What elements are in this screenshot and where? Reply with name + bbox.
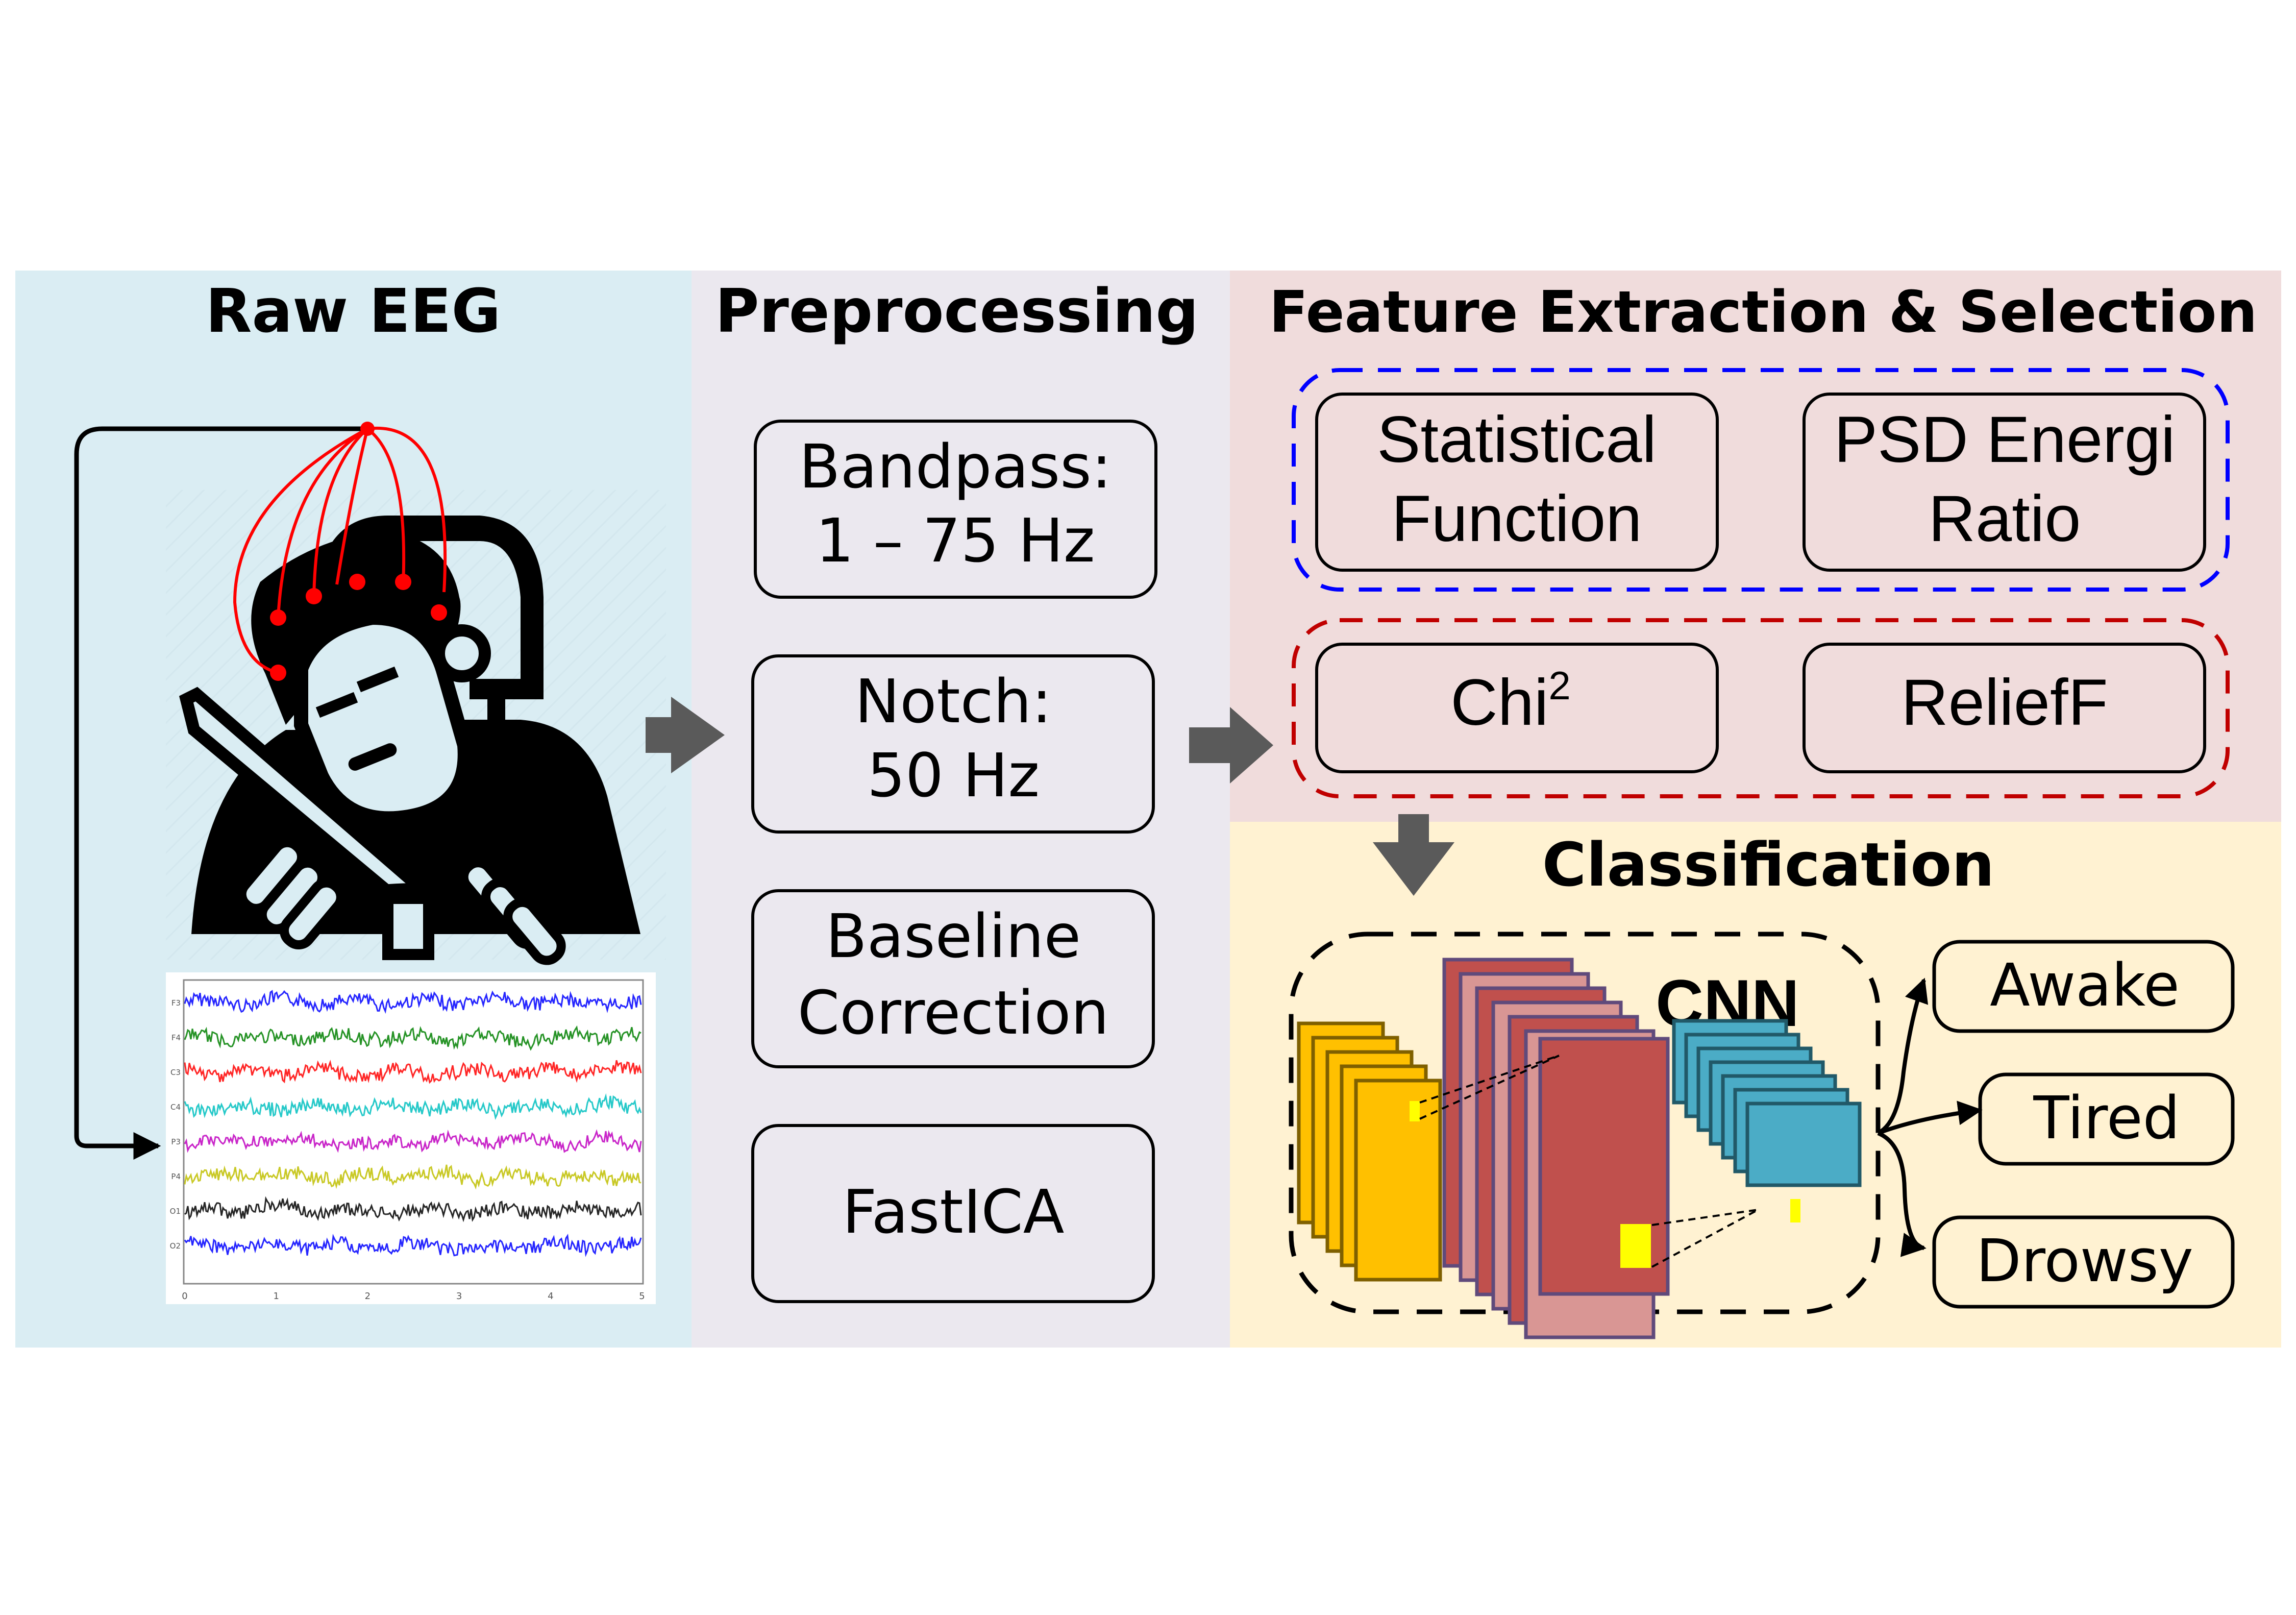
feature-extraction-item: Statistical Function [1315,393,1719,572]
arrow-right-icon [646,697,725,773]
eeg-traces [184,990,642,1257]
preprocessing-panel [692,271,1230,1348]
output-label: Drowsy [1976,1227,2193,1295]
preprocessing-step-line2: 1 – 75 Hz [816,505,1095,576]
feature-extraction-item: PSD Energi Ratio [1803,393,2206,572]
eeg-channel-label: C4 [170,1103,181,1112]
cnn-kernel-highlight [1620,1224,1651,1268]
eeg-x-tick-label: 3 [456,1291,462,1302]
eeg-channel-label: P3 [171,1137,181,1146]
feature-item-line2: Function [1392,482,1642,555]
feature-selection-label: ReliefF [1901,666,2108,739]
eeg-trace-p3 [184,1129,642,1153]
eeg-x-tick-label: 0 [182,1291,187,1302]
cnn-layers [1297,958,1862,1339]
eeg-trace-o2 [184,1234,642,1257]
cnn-layer3-map [1745,1102,1862,1187]
eeg-trace-o1 [184,1196,642,1222]
arrow-right-icon [1189,707,1273,784]
eeg-channel-label: P4 [171,1172,181,1181]
arrow-down-icon [1373,814,1454,896]
eeg-trace-c3 [184,1060,642,1084]
eeg-channel-label: C3 [170,1068,181,1077]
preprocessing-step: Notch: 50 Hz [751,654,1155,834]
feature-title: Feature Extraction & Selection [1269,279,2258,346]
feature-item-line1: Statistical [1377,403,1657,476]
cnn-group [1289,932,1881,1314]
preprocessing-step-line2: 50 Hz [867,740,1040,811]
electrode-icons [270,422,447,681]
signal-connector [74,426,367,1160]
preprocessing-step: Bandpass: 1 – 75 Hz [754,420,1157,599]
output-class-tired: Tired [1978,1072,2235,1166]
preprocessing-step-label: FastICA [842,1177,1064,1247]
feature-selection-group [1292,618,2230,798]
electrode-wires [233,426,447,674]
eeg-trace-p4 [184,1164,641,1190]
output-class-awake: Awake [1932,940,2235,1033]
eeg-x-tick-label: 4 [548,1291,553,1302]
feature-item-line1: PSD Energi [1834,403,2176,476]
feature-selection-label: Chi2 [1450,663,1570,739]
preprocessing-title: Preprocessing [715,276,1199,346]
classification-title: Classification [1542,829,1995,900]
preprocessing-step-line2: Correction [798,977,1109,1048]
preprocessing-step: FastICA [751,1124,1155,1303]
receptive-field-line [1419,1055,1560,1104]
preprocessing-step: Baseline Correction [751,889,1155,1068]
feature-selection-item: ReliefF [1803,643,2206,773]
eeg-x-ticks: 0 1 2 3 4 5 [182,1291,645,1302]
raw-eeg-title: Raw EEG [206,276,501,346]
feature-panel [1230,271,2281,822]
eeg-channel-label: O2 [170,1241,181,1251]
feature-item-line2: Ratio [1929,482,2081,555]
receptive-field-line [1651,1209,1759,1226]
preprocessing-step-line1: Baseline [826,901,1081,971]
output-arrows [1877,977,1983,1257]
eeg-x-tick-label: 1 [273,1291,279,1302]
receptive-field-line [1419,1055,1560,1120]
output-class-drowsy: Drowsy [1932,1215,2235,1309]
drowsy-driver-icon [166,490,666,965]
cnn-layer1-map [1354,1079,1442,1282]
eeg-channel-label: F3 [171,998,181,1008]
preprocessing-step-line1: Notch: [855,666,1052,737]
output-label: Awake [1990,951,2180,1020]
eeg-x-tick-label: 2 [365,1291,371,1302]
preprocessing-step-line1: Bandpass: [799,431,1112,502]
eeg-trace-c4 [184,1093,642,1120]
eeg-trace-f4 [184,1025,641,1051]
cnn-kernel-highlight [1410,1101,1420,1121]
receptive-field-line [1651,1209,1759,1268]
cnn-kernel-highlight [1790,1199,1800,1222]
feature-selection-item: Chi2 [1315,643,1719,773]
eeg-channel-label: F4 [171,1033,181,1042]
output-label: Tired [2033,1084,2180,1153]
eeg-trace-f3 [184,990,642,1014]
eeg-channel-label: O1 [170,1207,181,1216]
feature-extraction-group [1292,368,2230,592]
eeg-x-tick-label: 5 [639,1291,645,1302]
